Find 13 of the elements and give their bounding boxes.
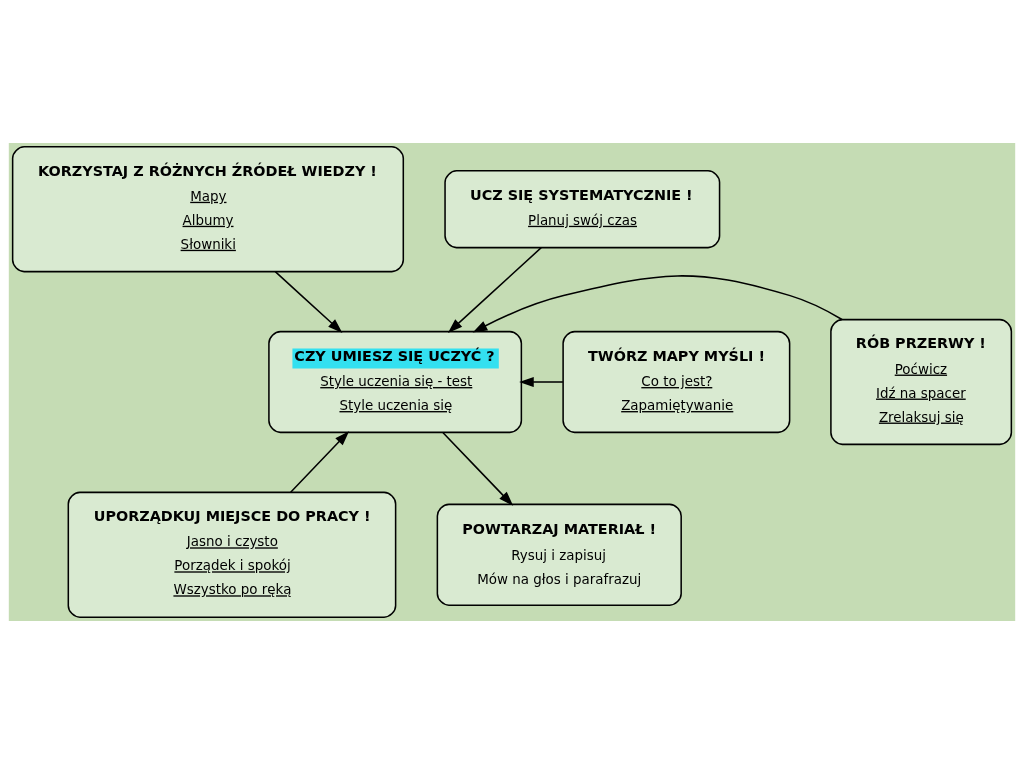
arrow [447,246,542,333]
arrow [472,275,843,333]
node-box: TWÓRZ MAPY MYŚLI ! Co to jest? Zapamiętywanie [562,330,791,434]
arrow [274,270,343,333]
arrow [289,431,350,494]
arrow [519,376,564,388]
node-box: RÓB PRZERWY ! Poćwicz Idź na spacer Zrelaksuj się [830,318,1013,446]
node-box: KORZYSTAJ Z RÓŻNYCH ŹRÓDEŁ WIEDZY ! Mapy Albumy Słowniki [11,146,405,273]
node-box: UCZ SIĘ SYSTEMATYCZNIE ! Planuj swój czas [444,170,721,249]
node-box: CZY UMIESZ SIĘ UCZYĆ ? Style uczenia się - test Style uczenia się [268,330,523,434]
node-box: UPORZĄDKUJ MIEJSCE DO PRACY ! Jasno i czysto Porządek i spokój Wszystko po ręką [67,491,397,618]
arrow [442,432,514,506]
node-box: POWTARZAJ MATERIAŁ ! Rysuj i zapisuj Mów na głos i parafrazuj [436,503,682,606]
